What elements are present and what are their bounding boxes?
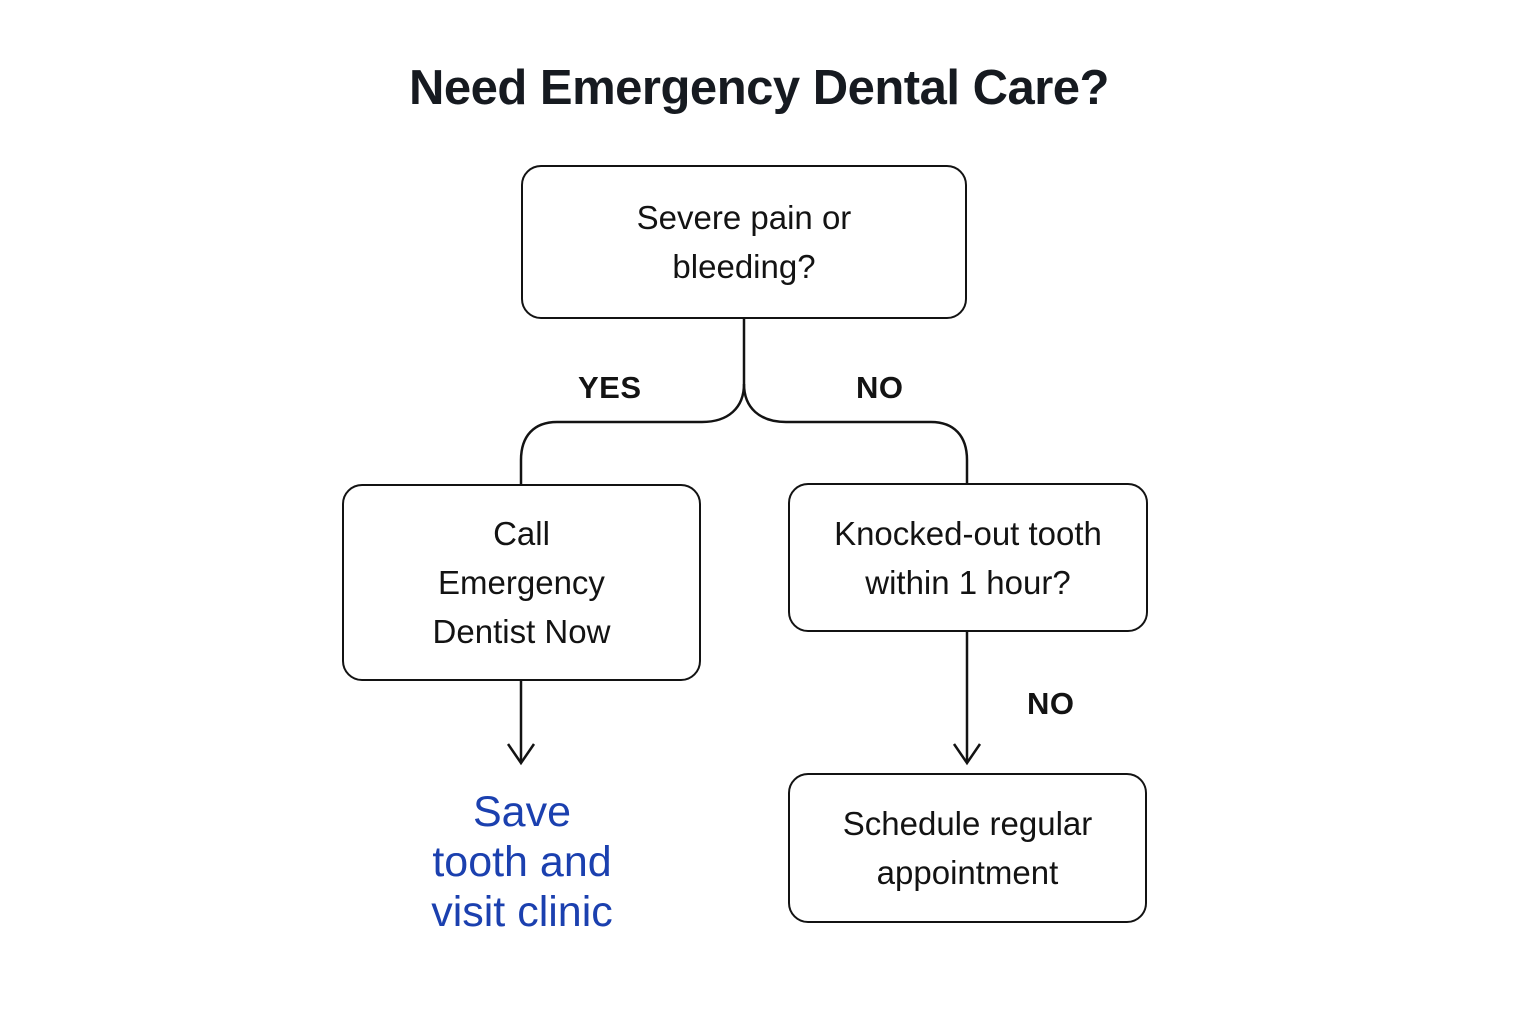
page-title: Need Emergency Dental Care? <box>409 61 1110 115</box>
edge-label-no-bottom: NO <box>1027 686 1075 721</box>
node-schedule-regular-appointment: Schedule regular appointment <box>788 773 1147 923</box>
arrowhead-schedule-icon <box>952 743 982 766</box>
edge-label-no: NO <box>856 370 904 405</box>
connector-no-branch <box>742 383 969 483</box>
node-call-emergency-dentist: Call Emergency Dentist Now <box>342 484 701 681</box>
arrowhead-outcome-icon <box>506 743 536 766</box>
outcome-save-tooth-text: Save tooth and visit clinic <box>431 788 613 936</box>
node-knocked-out-tooth-question: Knocked-out tooth within 1 hour? <box>788 483 1148 632</box>
edge-label-yes: YES <box>578 370 642 405</box>
node-severe-pain-question: Severe pain or bleeding? <box>521 165 967 319</box>
connector-yes-branch <box>519 383 746 484</box>
